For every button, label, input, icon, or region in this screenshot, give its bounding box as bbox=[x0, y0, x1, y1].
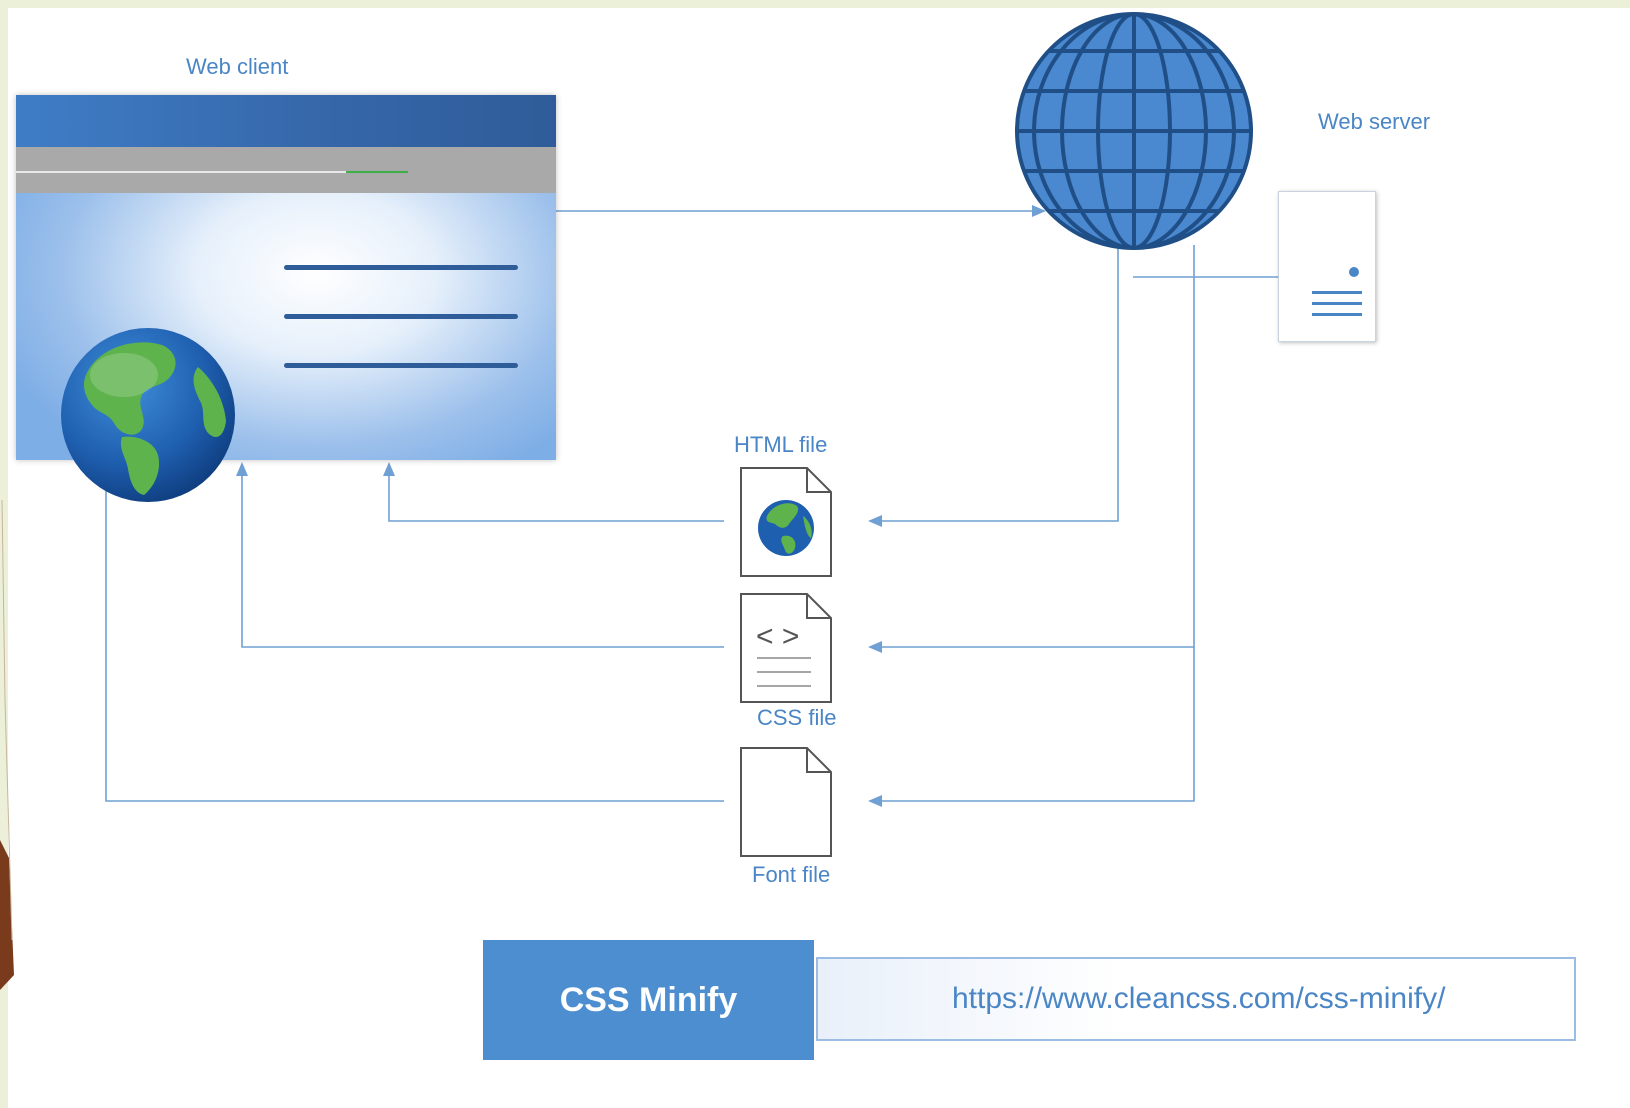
server-slot-bar bbox=[1312, 302, 1362, 305]
html-file-label: HTML file bbox=[734, 432, 828, 457]
server-slot-bar bbox=[1312, 291, 1362, 294]
content-text-line bbox=[284, 265, 518, 270]
css-minify-badge: CSS Minify bbox=[483, 940, 814, 1060]
cleancss-url[interactable]: https://www.cleancss.com/css-minify/ bbox=[816, 957, 1576, 1041]
browser-content bbox=[16, 193, 556, 502]
browser-address-bar bbox=[16, 147, 556, 193]
browser-title-bar bbox=[16, 95, 556, 147]
html-document-icon bbox=[740, 467, 832, 577]
html-to-client-connector bbox=[383, 462, 724, 522]
blank-document-icon bbox=[740, 747, 832, 857]
css-delivery-connector bbox=[868, 245, 1195, 653]
browser-window-icon bbox=[16, 95, 556, 502]
css-file-label: CSS file bbox=[757, 705, 837, 730]
server-slot-bar bbox=[1312, 313, 1362, 316]
font-file-label: Font file bbox=[752, 862, 831, 887]
address-bar-line bbox=[16, 171, 346, 173]
code-brackets-glyph: < > bbox=[756, 620, 800, 653]
font-delivery-connector bbox=[868, 647, 1195, 807]
font-to-client-connector bbox=[100, 462, 724, 802]
server-icon bbox=[1278, 191, 1376, 342]
css-to-client-connector bbox=[236, 462, 724, 648]
earth-globe-icon bbox=[61, 328, 235, 502]
wireframe-globe-icon bbox=[1015, 12, 1253, 250]
loading-progress bbox=[346, 171, 408, 173]
html-delivery-connector bbox=[868, 247, 1119, 527]
server-status-dot bbox=[1349, 267, 1359, 277]
content-text-line bbox=[284, 363, 518, 368]
web-server-label: Web server bbox=[1318, 109, 1431, 134]
left-edge-decoration bbox=[0, 499, 14, 990]
web-client-label: Web client bbox=[186, 54, 289, 79]
slide-frame-left bbox=[0, 0, 8, 1108]
code-document-icon bbox=[740, 593, 832, 703]
slide-frame-top bbox=[0, 0, 1630, 8]
content-text-line bbox=[284, 314, 518, 319]
